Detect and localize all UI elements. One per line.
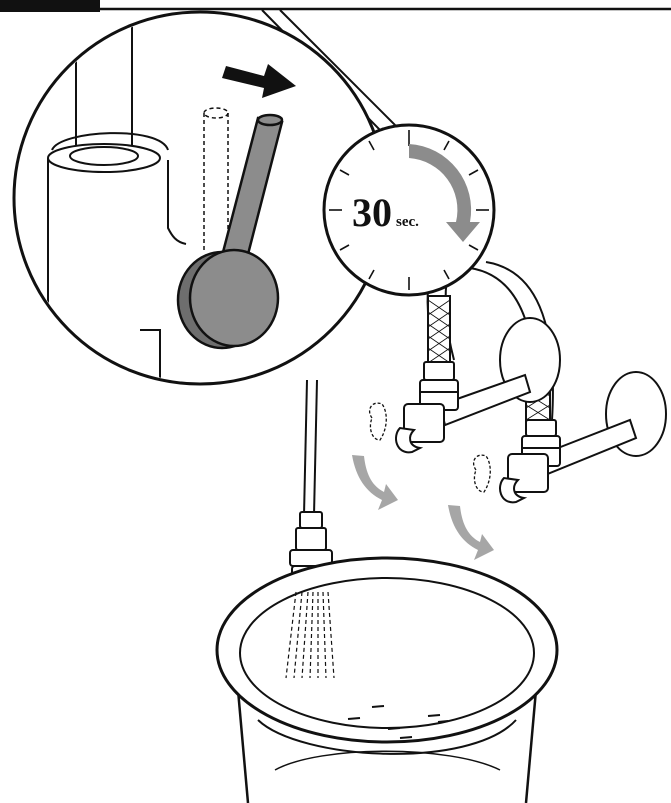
header-bar — [0, 0, 671, 12]
curved-arrow-down-icon — [448, 505, 494, 560]
curved-arrow-down-icon — [352, 455, 398, 510]
timer-value: 30 — [352, 190, 392, 235]
shutoff-valve-right — [500, 420, 636, 502]
timer-unit: sec. — [396, 214, 419, 230]
braided-hose-left — [428, 296, 450, 366]
valve-previous-position-right — [474, 455, 491, 492]
valve-previous-position-left — [370, 403, 387, 440]
bucket — [217, 558, 557, 803]
timer-dial: 30 sec. — [324, 125, 494, 295]
